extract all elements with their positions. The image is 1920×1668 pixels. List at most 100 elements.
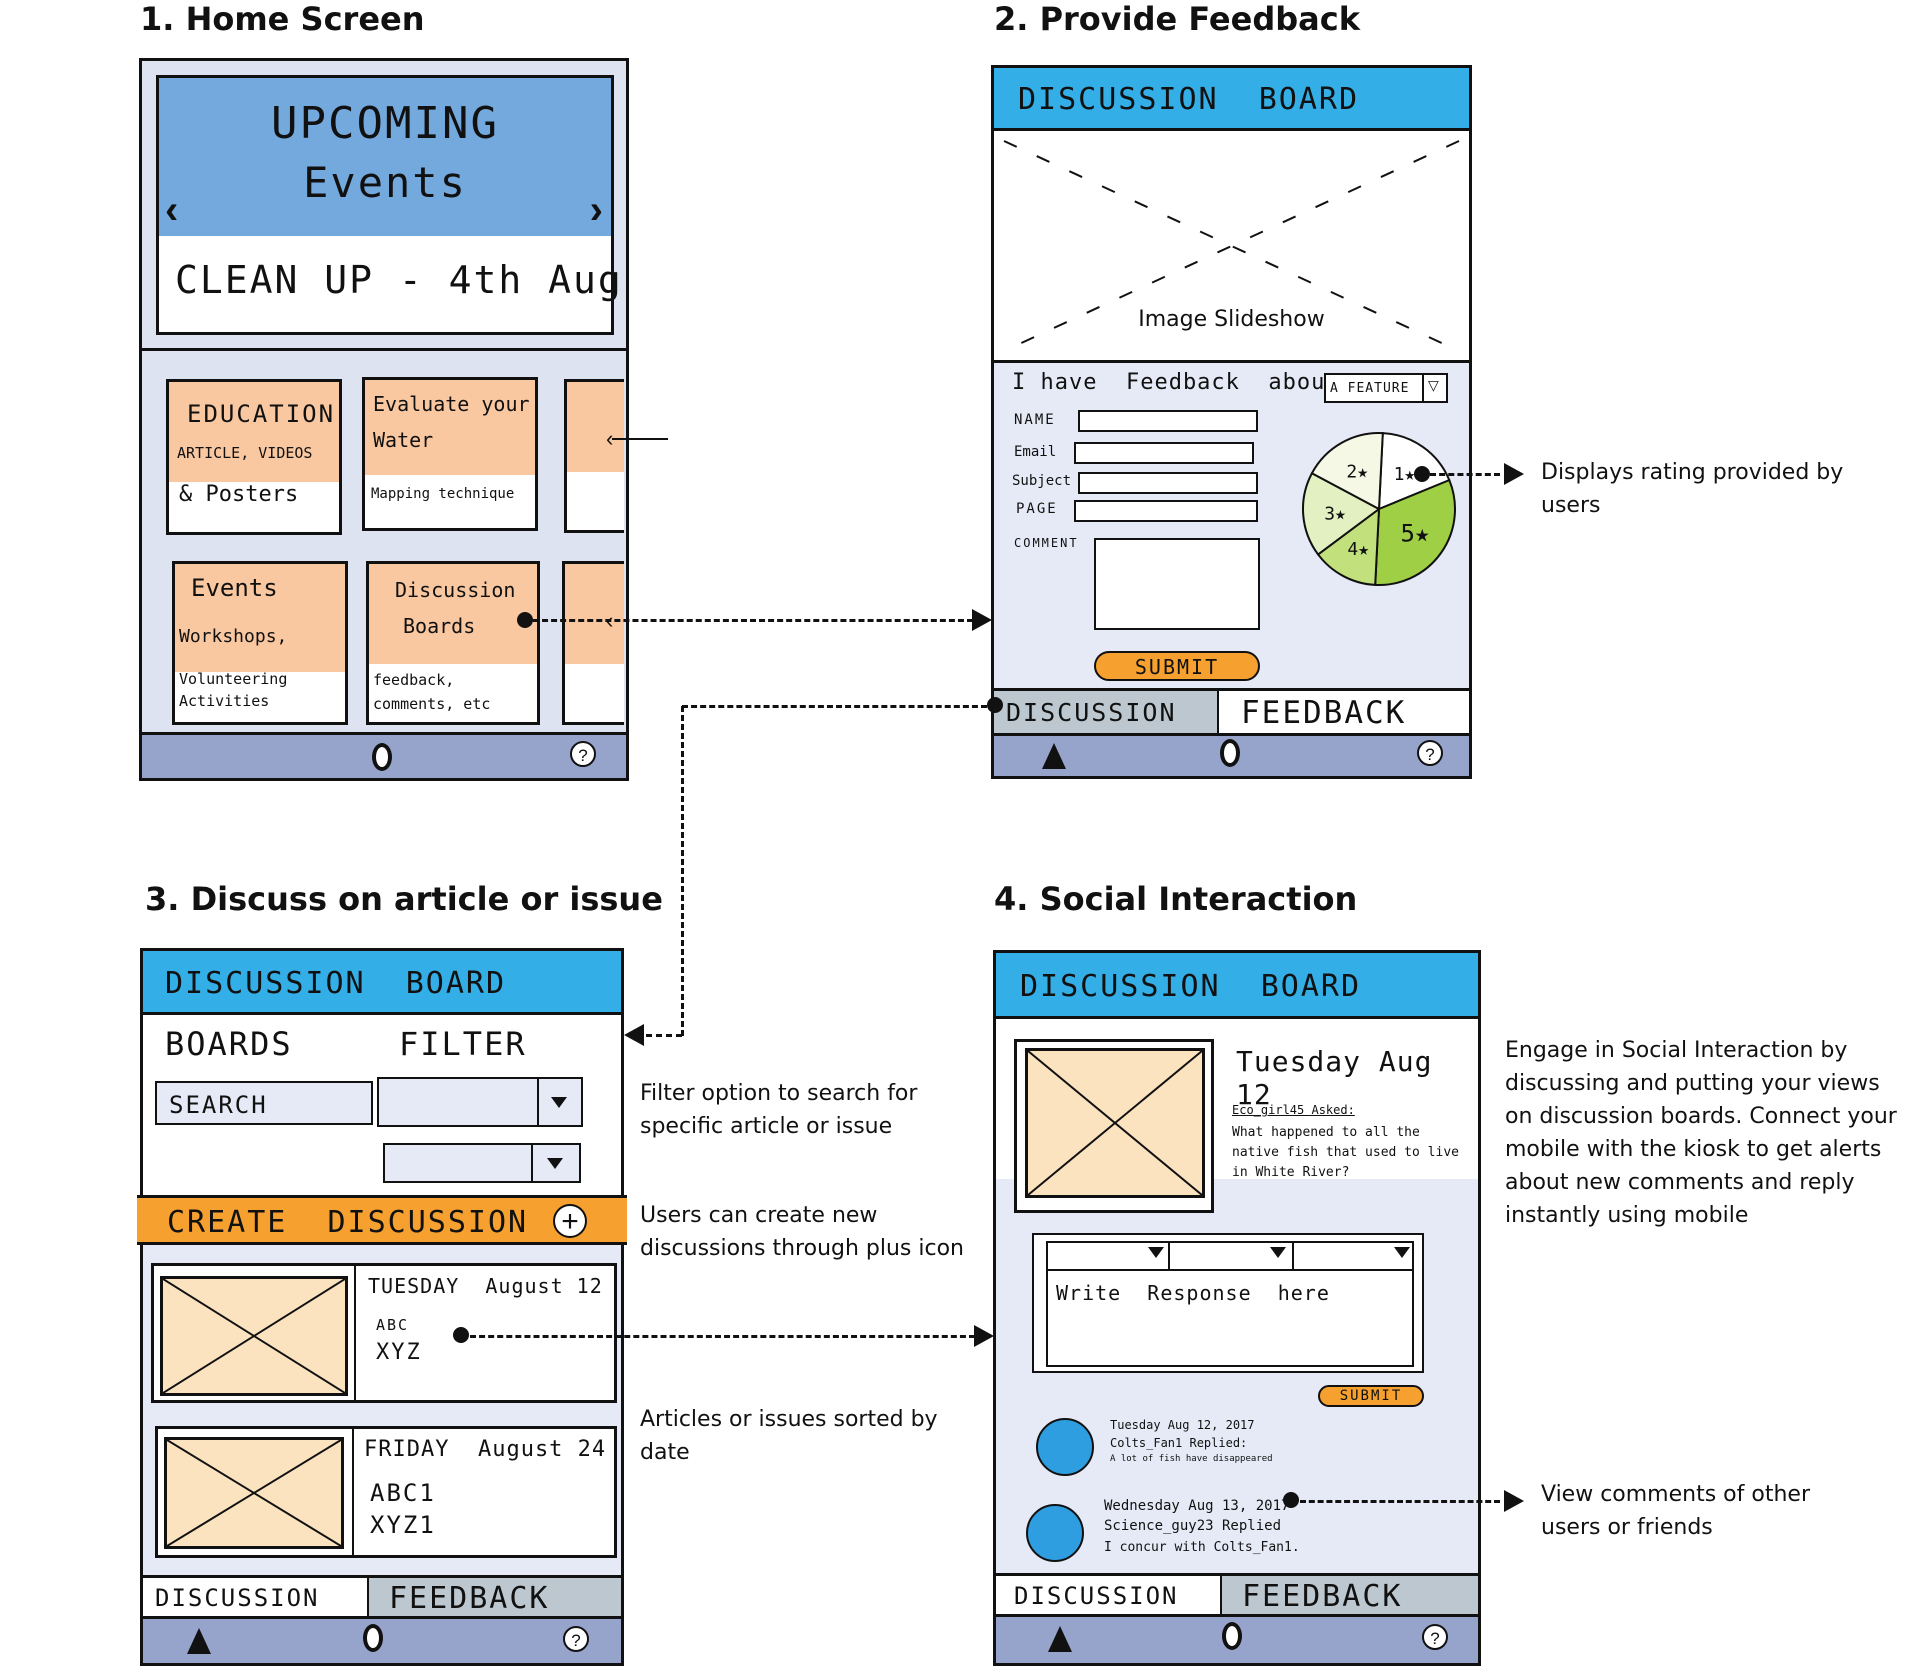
response-textarea[interactable]: Write Response here bbox=[1046, 1271, 1414, 1367]
arrow-left-icon bbox=[624, 1024, 644, 1046]
search-placeholder: SEARCH bbox=[169, 1091, 268, 1119]
ratings-pie-chart: 1★5★4★3★2★ bbox=[1302, 432, 1456, 586]
connector-line bbox=[682, 705, 987, 708]
image-slideshow[interactable]: Image Slideshow bbox=[994, 131, 1469, 363]
home-icon[interactable] bbox=[1220, 739, 1240, 767]
card-date: FRIDAY August 24 bbox=[364, 1437, 607, 1462]
tile-line2: feedback, comments, etc bbox=[373, 671, 491, 713]
comment-textarea[interactable] bbox=[1094, 538, 1260, 630]
connector-dot bbox=[1414, 466, 1430, 482]
submit-button[interactable]: SUBMIT bbox=[1094, 651, 1260, 681]
comment-date: Wednesday Aug 13, 2017 bbox=[1104, 1498, 1290, 1514]
help-icon[interactable]: ? bbox=[1422, 1624, 1448, 1650]
card-line1: ABC1 bbox=[370, 1479, 436, 1507]
tab-feedback[interactable]: FEEDBACK bbox=[1219, 691, 1469, 733]
filter-label: FILTER bbox=[399, 1025, 527, 1063]
banner-blue-area bbox=[159, 78, 611, 236]
tab-feedback[interactable]: FEEDBACK bbox=[1222, 1576, 1478, 1614]
slideshow-label: Image Slideshow bbox=[1138, 307, 1325, 332]
annotation-social: Engage in Social Interaction by discussi… bbox=[1505, 1038, 1897, 1228]
tile-evaluate-water[interactable]: Evaluate your Water Mapping technique bbox=[362, 377, 538, 531]
post-date: Tuesday Aug 12 bbox=[1236, 1045, 1433, 1111]
pie-label: 1★ bbox=[1394, 464, 1416, 485]
connector-line bbox=[533, 619, 973, 622]
help-icon[interactable]: ? bbox=[563, 1626, 589, 1652]
annotation-comments: View comments of other users or friends bbox=[1541, 1482, 1810, 1540]
section-title-home: 1. Home Screen bbox=[140, 0, 425, 38]
comment-author: Science_guy23 Replied bbox=[1104, 1518, 1282, 1534]
tab-feedback-label: FEEDBACK bbox=[1242, 1579, 1403, 1614]
feedback-prompt: I have Feedback about bbox=[1012, 370, 1340, 395]
toolbar-dropdown-2[interactable] bbox=[1270, 1247, 1286, 1258]
tile-line1: Workshops, bbox=[179, 626, 288, 647]
tile-line1: Boards bbox=[403, 614, 476, 638]
connector-dot bbox=[1283, 1492, 1299, 1508]
tile-discussion-boards[interactable]: Discussion Boards feedback, comments, et… bbox=[366, 561, 540, 725]
chevron-right-icon[interactable]: › bbox=[589, 188, 603, 232]
card-line2: XYZ bbox=[376, 1340, 422, 1365]
editor-toolbar bbox=[1046, 1241, 1414, 1271]
discuss-screen-frame: DISCUSSION BOARD BOARDS FILTER SEARCH CR… bbox=[137, 948, 627, 1666]
create-discussion-button[interactable]: CREATE DISCUSSION + bbox=[137, 1195, 627, 1245]
topic-select-toggle[interactable]: ▽ bbox=[1422, 375, 1446, 401]
filter-select-2-toggle[interactable] bbox=[531, 1145, 579, 1181]
bottom-nav: ? bbox=[142, 732, 626, 778]
bell-icon[interactable] bbox=[1048, 1626, 1072, 1652]
pie-slice-3 bbox=[1316, 506, 1381, 586]
tile-line2: Mapping technique bbox=[371, 486, 515, 502]
card-line1: ABC bbox=[376, 1316, 410, 1334]
comment-item: Tuesday Aug 12, 2017 Colts_Fan1 Replied:… bbox=[1036, 1418, 1436, 1488]
page-field[interactable] bbox=[1074, 500, 1258, 522]
tab-discussion[interactable]: DISCUSSION bbox=[994, 691, 1219, 733]
post-question: What happened to all the native fish tha… bbox=[1232, 1125, 1459, 1180]
bell-icon[interactable] bbox=[187, 1628, 211, 1654]
tab-discussion[interactable]: DISCUSSION bbox=[143, 1578, 369, 1616]
discussion-card[interactable]: FRIDAY August 24 ABC1 XYZ1 bbox=[155, 1426, 617, 1558]
connector-line bbox=[646, 1034, 682, 1037]
tile-partial-right-1[interactable] bbox=[564, 379, 624, 533]
help-icon[interactable]: ? bbox=[1417, 740, 1443, 766]
filter-select-1[interactable] bbox=[377, 1077, 583, 1127]
avatar-icon[interactable] bbox=[1036, 1418, 1094, 1476]
filter-select-1-toggle[interactable] bbox=[537, 1079, 581, 1125]
tile-events[interactable]: Events Workshops, Volunteering Activitie… bbox=[172, 561, 348, 725]
events-banner[interactable]: UPCOMING Events ‹ › CLEAN UP - 4th Aug bbox=[156, 75, 621, 335]
section-title-social: 4. Social Interaction bbox=[994, 880, 1358, 918]
chevron-left-icon[interactable]: ‹ bbox=[165, 188, 179, 232]
pie-slice-2 bbox=[1374, 478, 1456, 586]
comment-label: COMMENT bbox=[1014, 536, 1079, 550]
post-author: Eco_girl45 Asked: bbox=[1232, 1103, 1355, 1117]
post-image-frame bbox=[1014, 1039, 1214, 1213]
section-title-discuss: 3. Discuss on article or issue bbox=[145, 880, 663, 918]
avatar-icon[interactable] bbox=[1026, 1504, 1084, 1562]
divider bbox=[142, 348, 626, 351]
tile-partial-right-2[interactable] bbox=[562, 561, 624, 725]
tab-feedback[interactable]: FEEDBACK bbox=[369, 1578, 621, 1616]
discussion-card[interactable]: TUESDAY August 12 ABC XYZ bbox=[151, 1263, 617, 1403]
name-field[interactable] bbox=[1078, 410, 1258, 432]
toolbar-dropdown-3[interactable] bbox=[1394, 1247, 1410, 1258]
filter-select-2[interactable] bbox=[383, 1143, 581, 1183]
tab-discussion[interactable]: DISCUSSION bbox=[996, 1576, 1222, 1614]
bell-icon[interactable] bbox=[1042, 743, 1066, 769]
topic-select[interactable]: A FEATURE ▽ bbox=[1324, 373, 1448, 403]
tile-title: Events bbox=[191, 574, 278, 602]
plus-icon[interactable]: + bbox=[553, 1204, 587, 1238]
subject-field[interactable] bbox=[1078, 472, 1258, 494]
bottom-nav: ? bbox=[994, 736, 1469, 776]
connector-dot bbox=[987, 697, 1003, 713]
header-title: DISCUSSION BOARD bbox=[1018, 82, 1360, 117]
search-input[interactable]: SEARCH bbox=[155, 1081, 373, 1125]
home-screen-frame: UPCOMING Events ‹ › CLEAN UP - 4th Aug E… bbox=[139, 58, 629, 781]
help-icon[interactable]: ? bbox=[570, 741, 596, 767]
submit-button[interactable]: SUBMIT bbox=[1318, 1385, 1424, 1407]
comment-text: A lot of fish have disappeared bbox=[1110, 1454, 1273, 1464]
toolbar-dropdown-1[interactable] bbox=[1148, 1247, 1164, 1258]
comment-text: I concur with Colts_Fan1. bbox=[1104, 1540, 1300, 1555]
submit-label: SUBMIT bbox=[1339, 1388, 1403, 1404]
home-icon[interactable] bbox=[1222, 1622, 1242, 1650]
email-field[interactable] bbox=[1074, 442, 1254, 464]
home-icon[interactable] bbox=[363, 1624, 383, 1652]
home-icon[interactable] bbox=[372, 743, 392, 771]
tile-education[interactable]: EDUCATION ARTICLE, VIDEOS & Posters bbox=[166, 379, 342, 535]
